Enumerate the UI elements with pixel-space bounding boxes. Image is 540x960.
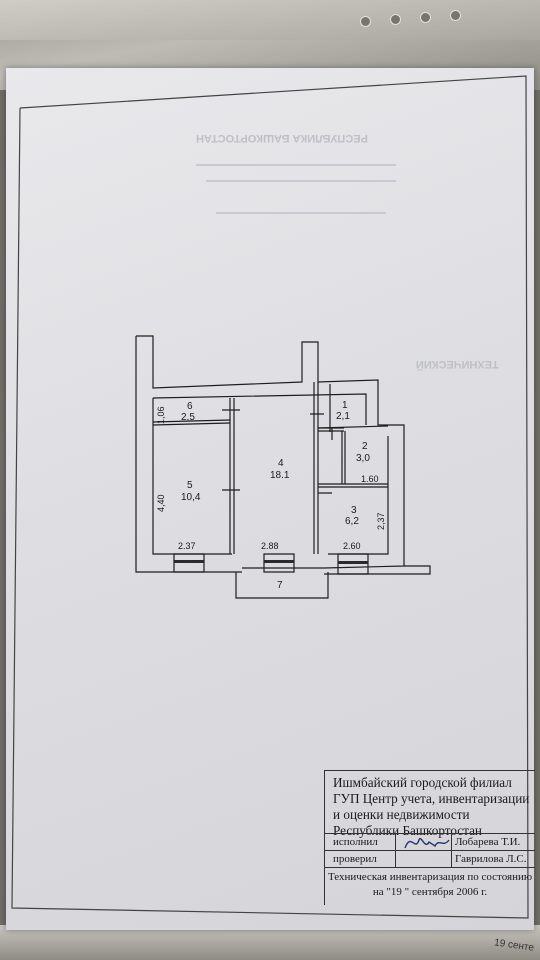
floor-plan	[135, 335, 431, 599]
room-7-number: 7	[277, 580, 283, 591]
org-line-4: Республики Башкортостан	[333, 823, 482, 838]
dimension-labels: 1,06 4,40 2.37 2.88 2.60 2,37 1.60	[156, 406, 386, 551]
dim-room4-width: 2.88	[261, 541, 279, 551]
executed-row: исполнил Лобарева Т.И.	[325, 833, 535, 851]
checked-name: Гаврилова Л.С.	[455, 853, 527, 865]
room-4-area: 18.1	[270, 470, 290, 481]
room-1-number: 1	[342, 400, 348, 411]
room-3-area: 6,2	[345, 516, 359, 527]
checked-row: проверил Гаврилова Л.С.	[325, 850, 535, 868]
org-line-3: и оценки недвижимости	[333, 807, 470, 822]
title-block-stamp: Ишмбайский городской филиал ГУП Центр уч…	[324, 770, 535, 905]
organization-name: Ишмбайский городской филиал ГУП Центр уч…	[333, 775, 533, 839]
dim-room5-height: 4,40	[156, 494, 166, 512]
dim-room3-width: 2.60	[343, 541, 361, 551]
room-1-area: 2,1	[336, 411, 350, 422]
background-strip	[0, 0, 540, 40]
room-5-number: 5	[187, 480, 193, 491]
room-5-area: 10,4	[181, 492, 201, 503]
dim-room3-height: 2,37	[376, 512, 386, 530]
org-line-2: ГУП Центр учета, инвентаризации	[333, 791, 530, 806]
room-4-number: 4	[278, 458, 284, 469]
room-2-area: 3,0	[356, 453, 370, 464]
room-2-number: 2	[362, 441, 368, 452]
document-sheet: РЕСПУБЛИКА БАШКОРТОСТАН ТЕХНИЧЕСКИЙ	[6, 68, 535, 930]
checked-label: проверил	[333, 853, 377, 865]
inventory-line-2: на "19 " сентября 2006 г.	[372, 886, 488, 898]
executed-name: Лобарева Т.И.	[455, 836, 521, 848]
dim-room5-width: 2.37	[178, 541, 196, 551]
dim-room2-width: 1.60	[361, 474, 379, 484]
sleeve-holes	[360, 2, 480, 42]
inventory-line-1: Техническая инвентаризация по состоянию	[327, 871, 533, 883]
org-line-1: Ишмбайский городской филиал	[333, 775, 512, 790]
room-6-number: 6	[187, 401, 193, 412]
dim-room6-height: 1,06	[156, 406, 166, 424]
room-labels: 6 2,5 5 10,4 4 18.1 1 2,1 2 3,0 3 6,2 7	[181, 400, 370, 591]
room-3-number: 3	[351, 505, 357, 516]
inventory-note: Техническая инвентаризация по состоянию …	[325, 867, 535, 900]
executed-label: исполнил	[333, 836, 378, 848]
room-6-area: 2,5	[181, 412, 195, 423]
signature-mark	[404, 837, 450, 849]
background-desk	[0, 925, 540, 960]
